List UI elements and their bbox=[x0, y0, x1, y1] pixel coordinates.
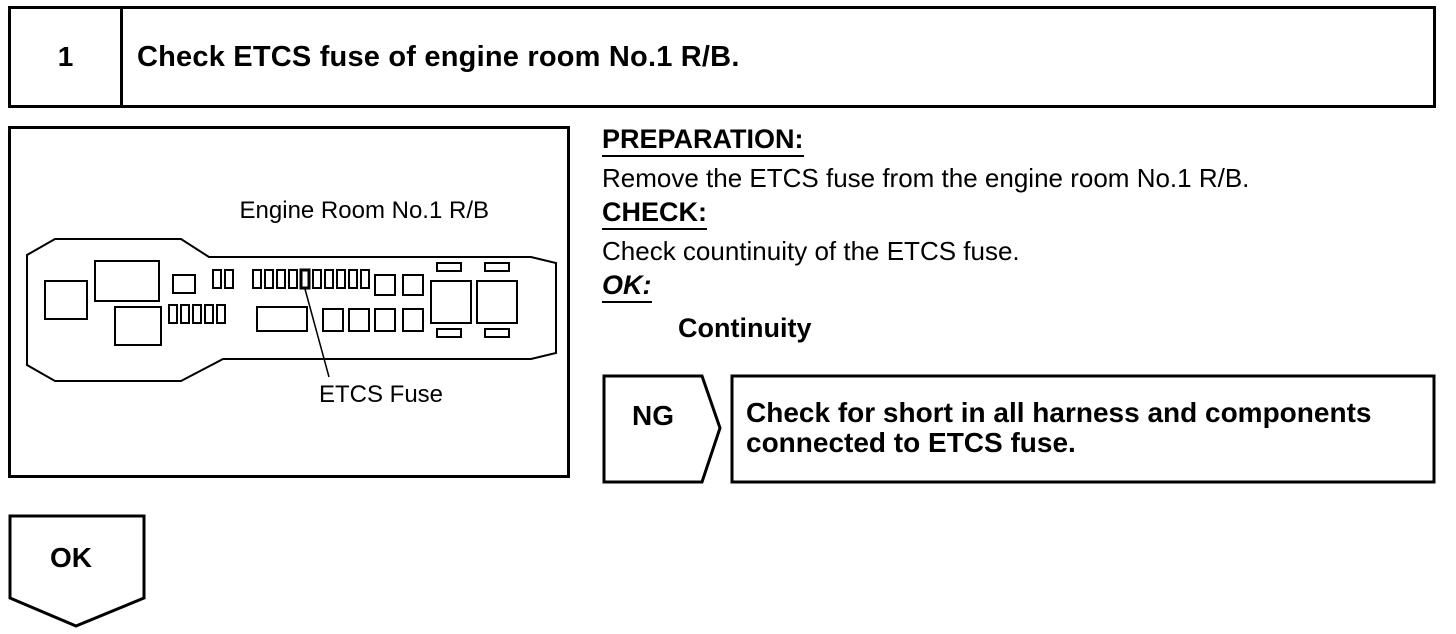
ng-branch-frame bbox=[602, 374, 1436, 484]
relay-block-illustration bbox=[26, 238, 557, 382]
ok-branch: OK bbox=[8, 514, 148, 630]
preparation-text: Remove the ETCS fuse from the engine roo… bbox=[602, 163, 1250, 193]
ok-heading: OK: bbox=[602, 272, 652, 303]
ng-action-text: Check for short in all harness and compo… bbox=[746, 398, 1436, 457]
check-text: Check countinuity of the ETCS fuse. bbox=[602, 236, 1020, 266]
ok-arrow-shape bbox=[8, 514, 146, 628]
ok-text: Continuity bbox=[678, 313, 812, 343]
diagram-title: Engine Room No.1 R/B bbox=[239, 197, 489, 224]
instructions-panel: PREPARATION: Remove the ETCS fuse from t… bbox=[602, 126, 1422, 342]
ng-action-line-1: Check for short in all harness and compo… bbox=[746, 397, 1372, 428]
ng-branch: NG Check for short in all harness and co… bbox=[602, 374, 1436, 484]
fuse-leader-line bbox=[304, 288, 330, 378]
ng-label: NG bbox=[632, 400, 674, 431]
step-number: 1 bbox=[11, 9, 123, 105]
etcs-fuse-label: ETCS Fuse bbox=[319, 381, 444, 408]
ng-action-line-2: connected to ETCS fuse. bbox=[746, 426, 1076, 458]
ng-action-box bbox=[730, 374, 1436, 484]
ok-label: OK bbox=[50, 542, 92, 573]
preparation-heading: PREPARATION: bbox=[602, 126, 804, 157]
check-heading: CHECK: bbox=[602, 199, 707, 230]
ng-arrow-shape bbox=[602, 374, 722, 484]
relay-block-diagram: Engine Room No.1 R/B ETCS Fuse bbox=[8, 126, 570, 478]
step-title: Check ETCS fuse of engine room No.1 R/B. bbox=[137, 40, 740, 73]
step-header: 1 Check ETCS fuse of engine room No.1 R/… bbox=[8, 6, 1436, 108]
